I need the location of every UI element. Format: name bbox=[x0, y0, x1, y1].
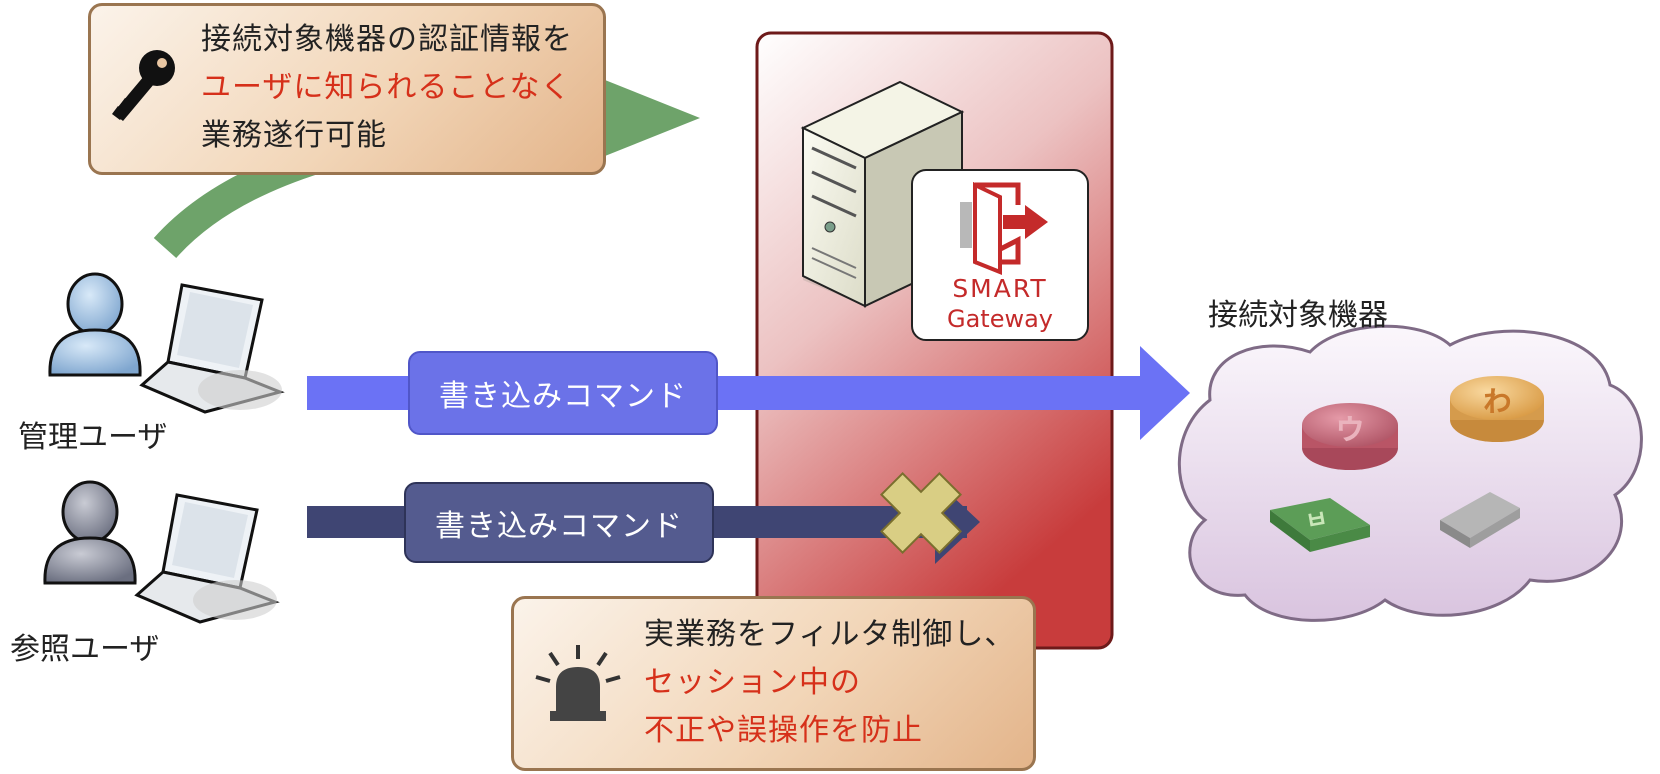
callout-bottom-text: 実業務をフィルタ制御し、 セッション中の 不正や誤操作を防止 bbox=[644, 611, 1015, 755]
ref-command-label: 書き込みコマンド bbox=[404, 482, 714, 563]
board-icon: ㅂ bbox=[1270, 498, 1370, 552]
ref-laptop-icon bbox=[134, 493, 280, 624]
callout-bottom-line2: セッション中の bbox=[644, 665, 861, 700]
callout-bottom: 実業務をフィルタ制御し、 セッション中の 不正や誤操作を防止 bbox=[511, 596, 1036, 771]
callout-top-line1: 接続対象機器の認証情報を bbox=[201, 22, 573, 57]
admin-user-label: 管理ユーザ bbox=[18, 420, 168, 455]
target-cloud bbox=[1177, 324, 1643, 622]
svg-text:ㅂ: ㅂ bbox=[1303, 504, 1330, 535]
callout-top-line3: 業務遂行可能 bbox=[201, 118, 387, 153]
key-icon bbox=[109, 46, 179, 130]
storage-icon bbox=[1440, 492, 1520, 548]
callout-bottom-line1: 実業務をフィルタ制御し、 bbox=[644, 617, 1016, 652]
target-label: 接続対象機器 bbox=[1208, 298, 1388, 333]
switch-icon: ゎ bbox=[1450, 376, 1544, 442]
admin-user-icon bbox=[48, 272, 142, 377]
callout-bottom-line3: 不正や誤操作を防止 bbox=[644, 713, 923, 748]
block-x-icon bbox=[879, 471, 963, 555]
admin-command-label: 書き込みコマンド bbox=[408, 351, 718, 435]
smart-gateway-logo: SMART Gateway bbox=[911, 169, 1089, 341]
svg-text:ゥ: ゥ bbox=[1333, 407, 1367, 447]
admin-laptop-icon bbox=[139, 283, 285, 414]
logo-text-smart: SMART bbox=[952, 274, 1047, 303]
svg-text:ゎ: ゎ bbox=[1480, 380, 1514, 420]
ref-user-icon bbox=[43, 480, 137, 585]
callout-top: 接続対象機器の認証情報を ユーザに知られることなく 業務遂行可能 bbox=[88, 3, 606, 175]
logo-text-gateway: Gateway bbox=[947, 305, 1053, 333]
callout-top-text: 接続対象機器の認証情報を ユーザに知られることなく 業務遂行可能 bbox=[201, 16, 573, 160]
callout-top-line2: ユーザに知られることなく bbox=[201, 70, 572, 105]
ref-user-label: 参照ユーザ bbox=[10, 632, 160, 667]
alarm-light-icon bbox=[528, 639, 628, 733]
router-icon: ゥ bbox=[1302, 403, 1398, 470]
